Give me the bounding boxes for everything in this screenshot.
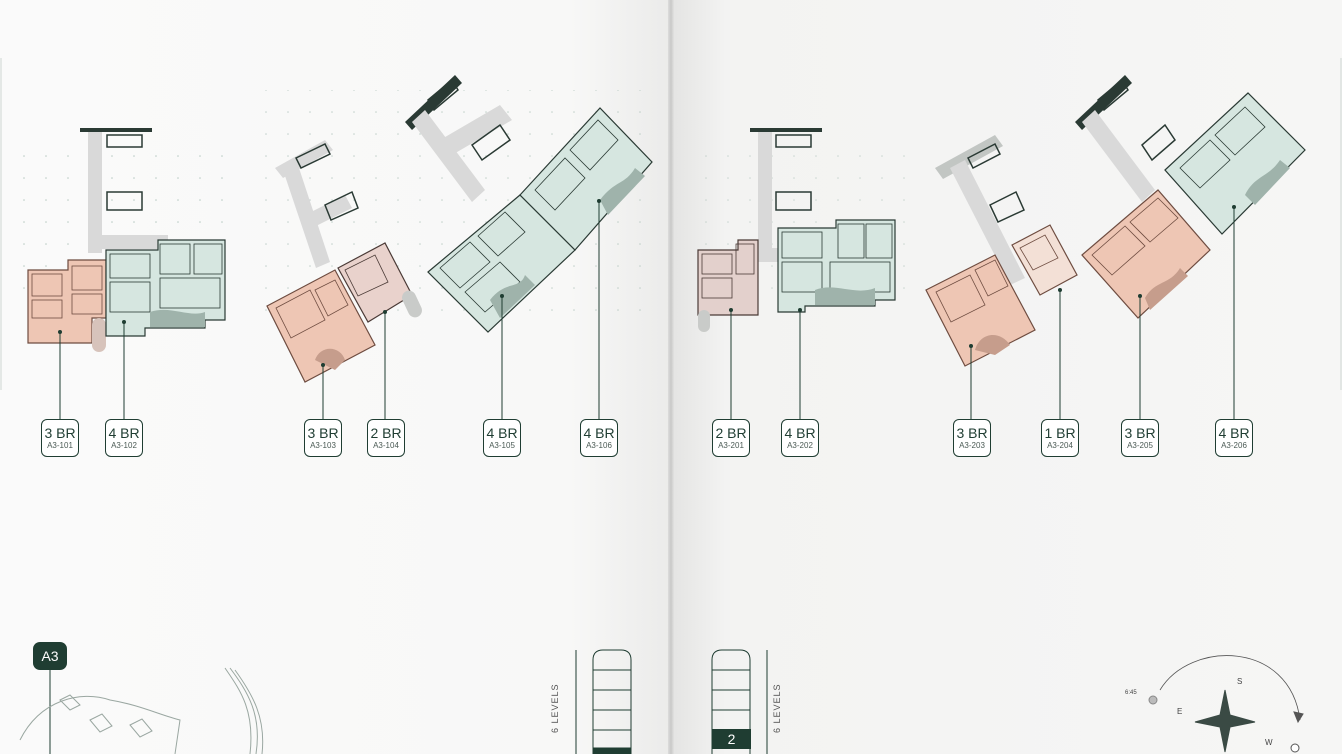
level-stack-left	[575, 649, 632, 754]
unit-label-a3-202[interactable]: 4 BR A3-202	[781, 419, 819, 457]
unit-id: A3-102	[111, 441, 137, 450]
unit-bedrooms: 4 BR	[108, 425, 140, 441]
unit-bedrooms: 1 BR	[1044, 425, 1076, 441]
unit-label-a3-203[interactable]: 3 BR A3-203	[953, 419, 991, 457]
unit-label-a3-206[interactable]: 4 BR A3-206	[1215, 419, 1253, 457]
unit-id: A3-105	[489, 441, 515, 450]
unit-id: A3-203	[959, 441, 985, 450]
unit-id: A3-104	[373, 441, 399, 450]
unit-bedrooms: 4 BR	[1218, 425, 1250, 441]
current-level-indicator[interactable]: 2	[712, 729, 751, 749]
unit-bedrooms: 4 BR	[784, 425, 816, 441]
building-a3-205-206	[1075, 75, 1306, 420]
level-stack-right	[711, 649, 768, 754]
building-a3-101-102	[27, 128, 226, 420]
unit-label-a3-103[interactable]: 3 BR A3-103	[304, 419, 342, 457]
unit-bedrooms: 2 BR	[715, 425, 747, 441]
unit-label-a3-204[interactable]: 1 BR A3-204	[1041, 419, 1079, 457]
building-a3-201-202	[697, 128, 896, 420]
sun-time-label: 6:45	[1125, 690, 1137, 696]
site-key-map	[19, 667, 264, 754]
unit-label-a3-105[interactable]: 4 BR A3-105	[483, 419, 521, 457]
unit-id: A3-206	[1221, 441, 1247, 450]
unit-bedrooms: 4 BR	[583, 425, 615, 441]
compass-west-label: W	[1265, 738, 1273, 747]
unit-id: A3-106	[586, 441, 612, 450]
unit-label-a3-205[interactable]: 3 BR A3-205	[1121, 419, 1159, 457]
unit-id: A3-103	[310, 441, 336, 450]
unit-bedrooms: 4 BR	[486, 425, 518, 441]
levels-label-left: 6 LEVELS	[550, 683, 560, 733]
unit-id: A3-205	[1127, 441, 1153, 450]
building-a3-105-106	[405, 75, 653, 420]
levels-label-right: 6 LEVELS	[772, 683, 782, 733]
compass-south-label: S	[1237, 677, 1243, 686]
unit-label-a3-106[interactable]: 4 BR A3-106	[580, 419, 618, 457]
unit-bedrooms: 3 BR	[307, 425, 339, 441]
unit-bedrooms: 2 BR	[370, 425, 402, 441]
unit-id: A3-202	[787, 441, 813, 450]
unit-id: A3-204	[1047, 441, 1073, 450]
building-a3-103-104	[266, 140, 422, 420]
unit-label-a3-104[interactable]: 2 BR A3-104	[367, 419, 405, 457]
book-gutter	[668, 0, 674, 754]
unit-label-a3-102[interactable]: 4 BR A3-102	[105, 419, 143, 457]
building-a3-203-204	[925, 135, 1078, 420]
compass-east-label: E	[1177, 707, 1183, 716]
unit-id: A3-201	[718, 441, 744, 450]
unit-bedrooms: 3 BR	[44, 425, 76, 441]
unit-label-a3-201[interactable]: 2 BR A3-201	[712, 419, 750, 457]
unit-bedrooms: 3 BR	[956, 425, 988, 441]
unit-label-a3-101[interactable]: 3 BR A3-101	[41, 419, 79, 457]
compass-icon	[1148, 655, 1304, 753]
building-badge: A3	[33, 642, 67, 670]
unit-id: A3-101	[47, 441, 73, 450]
unit-bedrooms: 3 BR	[1124, 425, 1156, 441]
